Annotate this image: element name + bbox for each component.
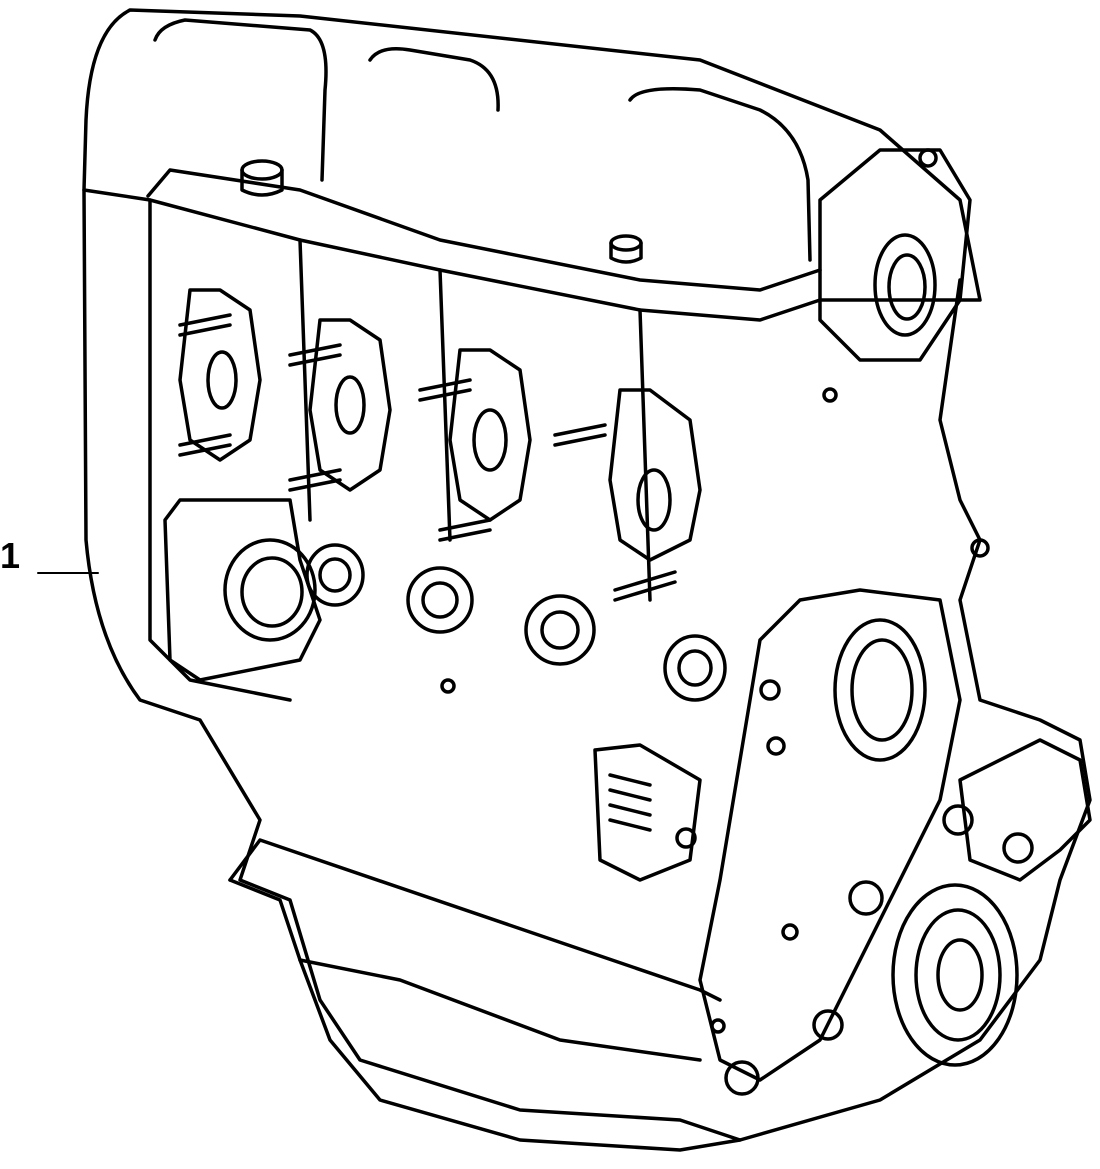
- core-plug-1: [305, 543, 365, 607]
- core-plug-3: [524, 594, 596, 666]
- oil-pan: [228, 838, 742, 1152]
- valve-cover: [82, 8, 982, 322]
- manifold-studs: [178, 313, 677, 602]
- filter-mount: [593, 743, 702, 882]
- cover-bolt-right: [609, 234, 643, 264]
- camshaft-bearing: [818, 148, 972, 362]
- crankshaft-pulley: [891, 883, 1019, 1067]
- exhaust-port-1: [178, 288, 262, 462]
- timing-cover: [698, 588, 962, 1082]
- exhaust-port-3: [448, 348, 532, 522]
- thermostat-housing: [163, 498, 322, 682]
- engine-block: [82, 188, 1092, 1142]
- exhaust-port-4: [608, 388, 702, 562]
- cover-bolt-left: [240, 159, 284, 197]
- exhaust-port-2: [308, 318, 392, 492]
- callout-label-1: 1: [0, 535, 21, 576]
- core-plug-2: [406, 566, 474, 634]
- core-plug-4: [663, 634, 727, 702]
- front-bolts: [440, 387, 1034, 1096]
- engine-mount-bracket: [958, 738, 1092, 882]
